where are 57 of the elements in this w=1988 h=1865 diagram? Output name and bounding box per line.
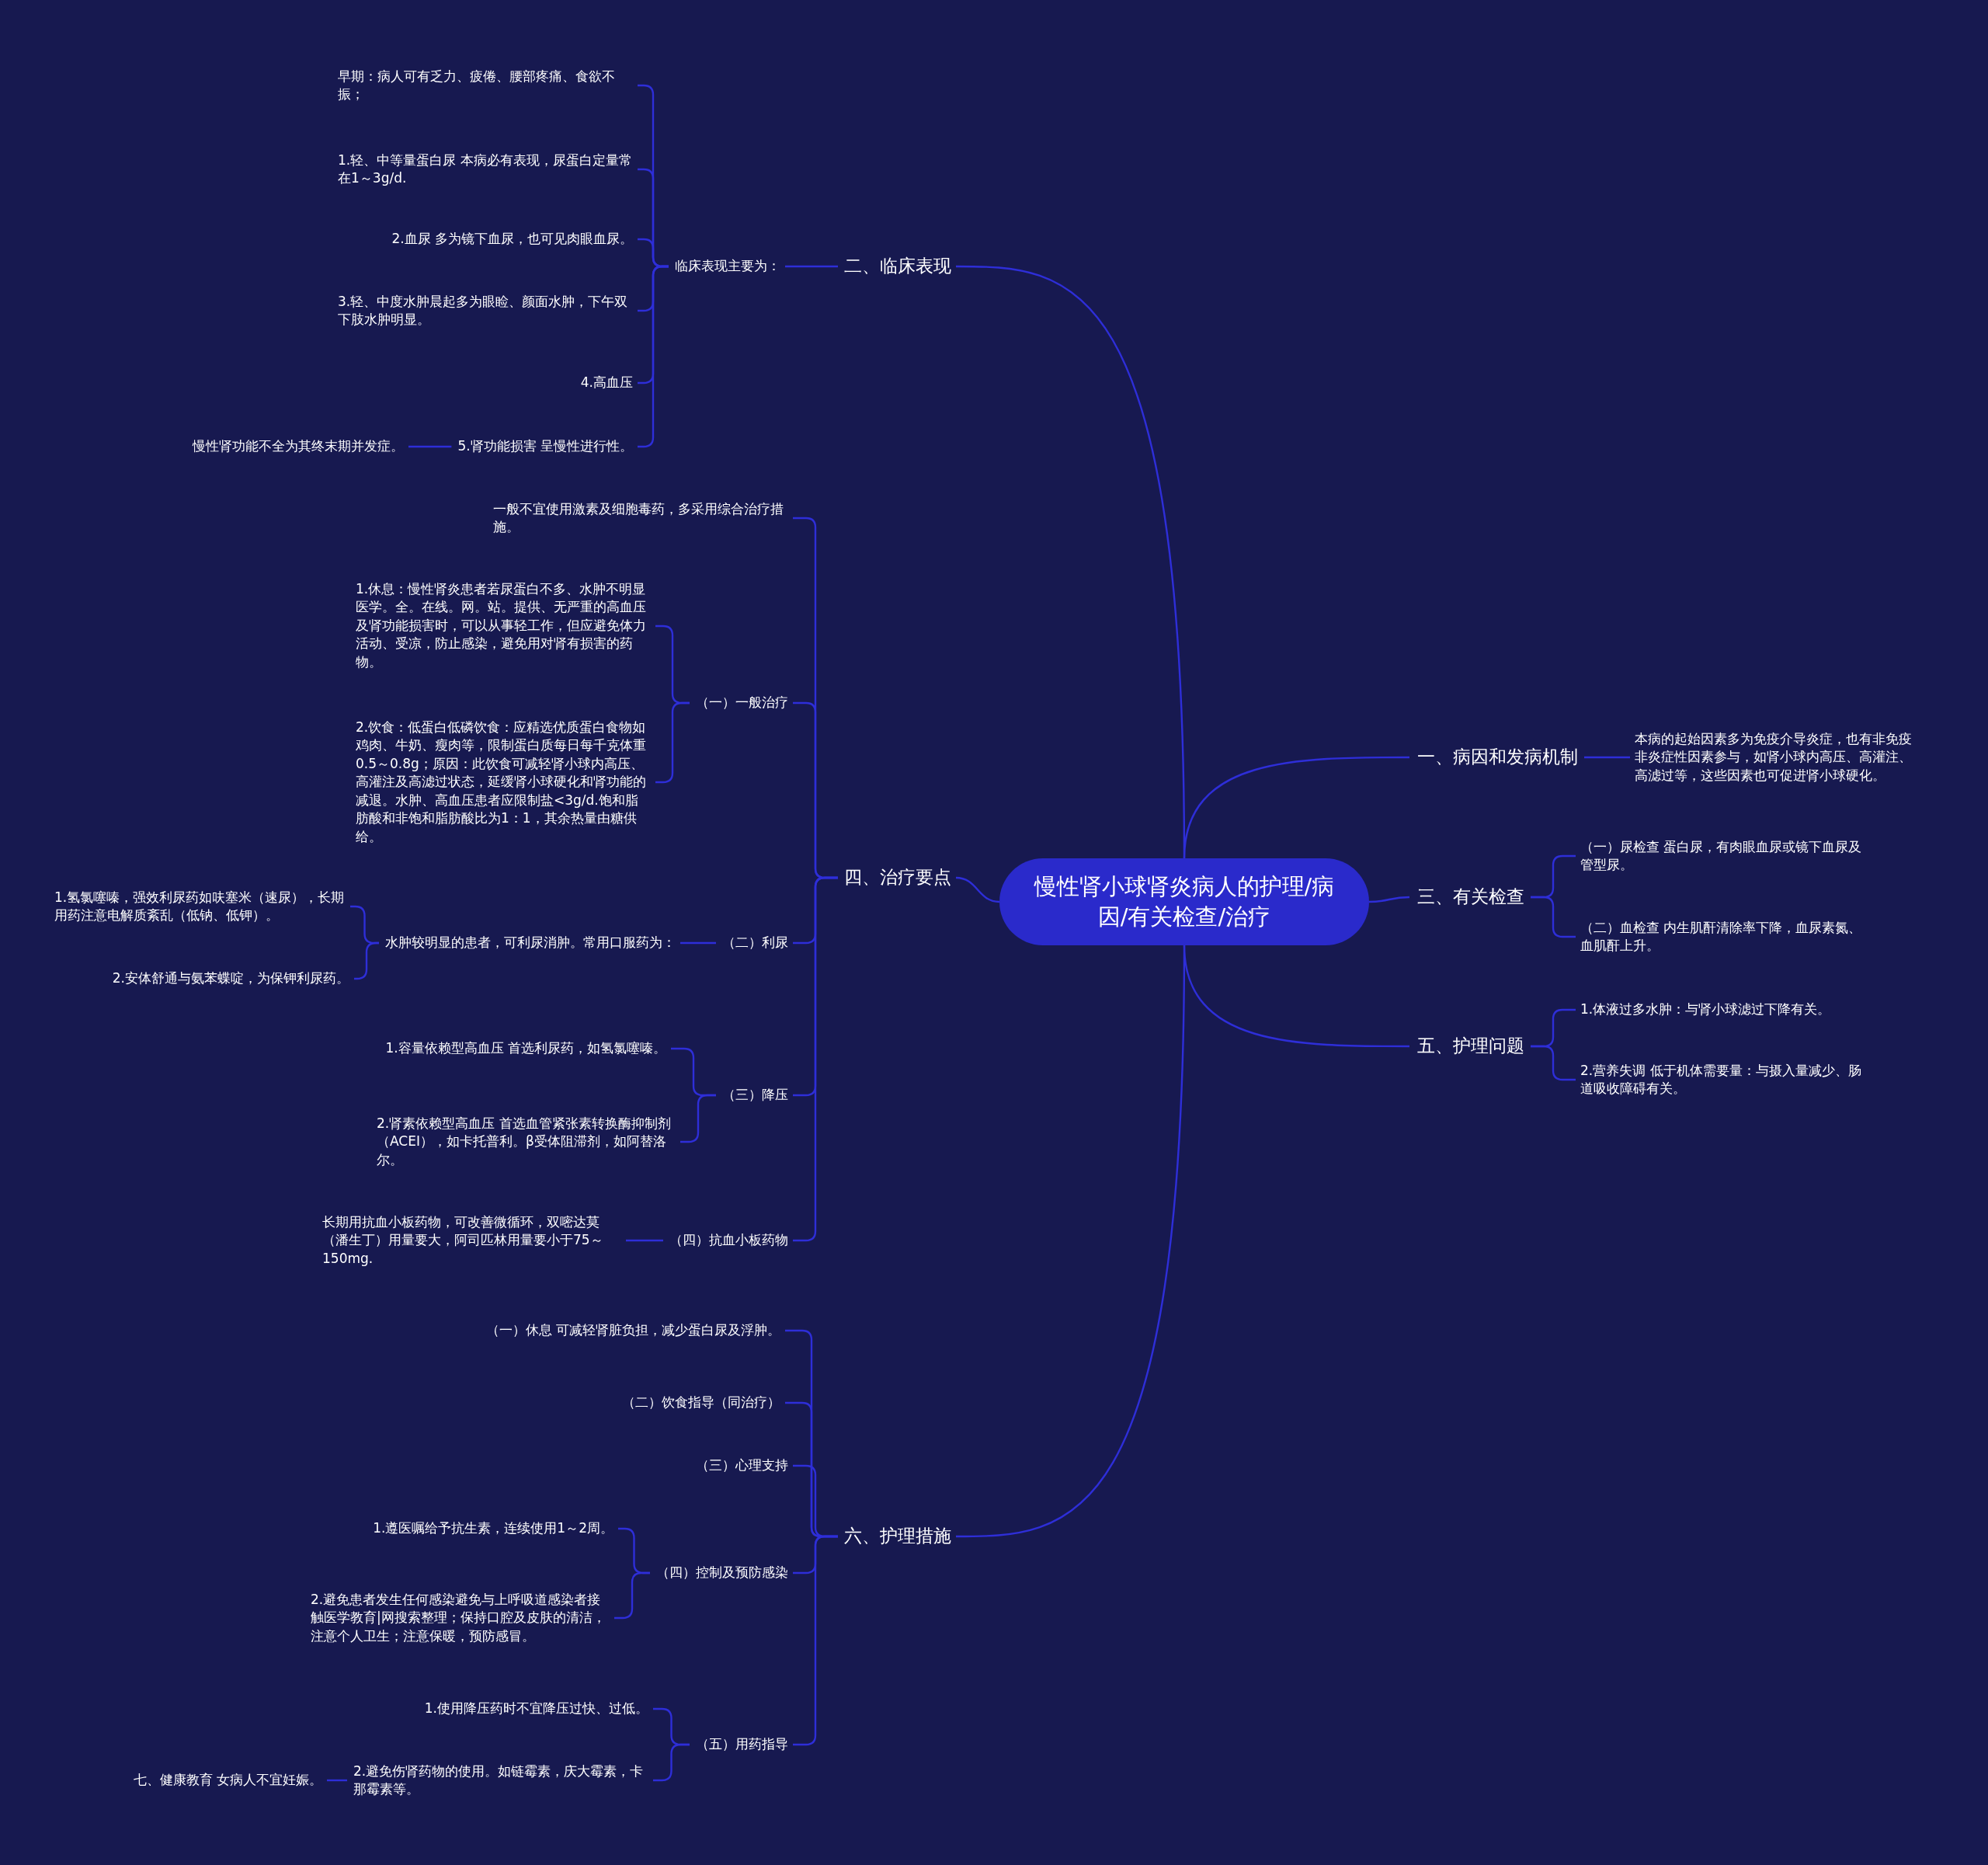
- topic-text: 临床表现主要为：: [675, 256, 780, 277]
- branch-topic: 二、临床表现: [844, 252, 951, 280]
- connector-line: [1368, 896, 1410, 903]
- connector-line: [956, 945, 1186, 1538]
- topic-text: 1.休息：慢性肾炎患者若尿蛋白不多、水肿不明显医学。全。在线。网。站。提供、无严重的高血压及肾功能损害时，可以从事轻工作，但应避免体力活动、受凉，防止感染，避免用对肾有损害的药物。: [356, 579, 651, 673]
- topic-text: 1.使用降压药时不宜降压过快、过低。: [424, 1698, 648, 1720]
- topic-text: 1.氢氯噻嗪，强效利尿药如呋塞米（速尿），长期用药注意电解质紊乱（低钠、低钾）。: [54, 886, 346, 927]
- topic-text: 1.体液过多水肿：与肾小球滤过下降有关。: [1580, 999, 1831, 1021]
- connector-line: [626, 1239, 663, 1242]
- connector-line: [614, 1571, 650, 1620]
- topic-text: 2.肾素依赖型高血压 首选血管紧张素转换酶抑制剂（ACEI），如卡托普利。β受体阻滞剂，如阿替洛尔。: [377, 1112, 676, 1171]
- topic-text: 水肿较明显的患者，可利尿消肿。常用口服药为：: [385, 932, 676, 954]
- connector-line: [680, 941, 716, 945]
- topic-text: 3.轻、中度水肿晨起多为眼睑、颜面水肿，下午双下肢水肿明显。: [338, 291, 633, 331]
- connector-line: [1531, 1045, 1576, 1081]
- connector-line: [955, 876, 1000, 903]
- topic-text: 1.容量依赖型高血压 首选利尿药，如氢氯噻嗪。: [385, 1038, 666, 1060]
- topic-text: 慢性肾功能不全为其终末期并发症。: [193, 436, 404, 458]
- branch-topic: 六、护理措施: [844, 1522, 951, 1550]
- connector-line: [354, 941, 379, 980]
- topic-text: 一般不宜使用激素及细胞毒药，多采用综合治疗措施。: [493, 498, 788, 538]
- topic-text: 七、健康教育 女病人不宜妊娠。: [133, 1769, 322, 1791]
- topic-text: （五）用药指导: [696, 1734, 788, 1755]
- branch-topic: 三、有关检查: [1417, 883, 1524, 911]
- topic-text: （三）降压: [722, 1084, 788, 1106]
- topic-text: 4.高血压: [580, 372, 633, 394]
- topic-text: 1.遵医嘱给予抗生素，连续使用1～2周。: [373, 1518, 613, 1540]
- topic-text: （四）抗血小板药物: [669, 1230, 788, 1251]
- topic-text: （二）血检查 内生肌酐清除率下降，血尿素氮、血肌酐上升。: [1580, 917, 1868, 957]
- connector-line: [327, 1779, 347, 1782]
- topic-text: 2.血尿 多为镜下血尿，也可见肉眼血尿。: [391, 228, 633, 250]
- topic-text: 2.避免患者发生任何感染避免与上呼吸道感染者接触医学教育|网搜索整理；保持口腔及皮肤的清洁，注意个人卫生；注意保暖，预防感冒。: [311, 1588, 610, 1648]
- connector-line: [956, 265, 1186, 858]
- topic-text: （一）尿检查 蛋白尿，有肉眼血尿或镜下血尿及管型尿。: [1580, 836, 1868, 876]
- topic-text: 5.肾功能损害 呈慢性进行性。: [457, 436, 633, 458]
- branch-topic: 一、病因和发病机制: [1417, 743, 1578, 771]
- topic-text: 1.轻、中等量蛋白尿 本病必有表现，尿蛋白定量常在1～3g/d.: [338, 149, 633, 190]
- topic-text: （三）心理支持: [696, 1455, 788, 1477]
- topic-text: 本病的起始因素多为免疫介导炎症，也有非免疫非炎症性因素参与，如肾小球内高压、高灌注、高滤过等，这些因素也可促进肾小球硬化。: [1635, 728, 1924, 787]
- branch-topic: 五、护理问题: [1417, 1032, 1524, 1060]
- topic-text: 2.营养失调 低于机体需要量：与摄入量减少、肠道吸收障碍有关。: [1580, 1060, 1868, 1100]
- connector-line: [408, 445, 452, 448]
- topic-text: （二）利尿: [722, 932, 788, 954]
- topic-text: （一）一般治疗: [696, 692, 788, 714]
- topic-text: （四）控制及预防感染: [656, 1562, 788, 1584]
- root-topic: 慢性肾小球肾炎病人的护理/病因/有关检查/治疗: [999, 858, 1369, 945]
- connector-line: [653, 1743, 690, 1782]
- topic-text: 2.安体舒通与氨苯蝶啶，为保钾利尿药。: [112, 968, 349, 990]
- topic-text: （一）休息 可减轻肾脏负担，减少蛋白尿及浮肿。: [485, 1320, 780, 1341]
- topic-text: （二）饮食指导（同治疗）: [622, 1392, 780, 1414]
- connector-line: [785, 265, 838, 268]
- topic-text: 早期：病人可有乏力、疲倦、腰部疼痛、食欲不振；: [338, 65, 633, 106]
- topic-text: 2.饮食：低蛋白低磷饮食：应精选优质蛋白食物如鸡肉、牛奶、瘦肉等，限制蛋白质每日每千克体重0.5～0.8g；原因：此饮食可减轻肾小球内高压、高灌注及高滤过状态，延缓肾小球硬化和肾功能的减退。水肿、高血压患者应限制盐<3g/d.饱和脂肪酸和非饱和脂肪酸比为1：1，其余热量由糖供给。: [356, 716, 651, 848]
- connector-line: [1584, 756, 1630, 759]
- branch-topic: 四、治疗要点: [844, 864, 951, 892]
- topic-text: 2.避免伤肾药物的使用。如链霉素，庆大霉素，卡那霉素等。: [353, 1760, 648, 1801]
- topic-text: 长期用抗血小板药物，可改善微循环，双嘧达莫（潘生丁）用量要大，阿司匹林用量要小于75～150mg.: [322, 1211, 621, 1270]
